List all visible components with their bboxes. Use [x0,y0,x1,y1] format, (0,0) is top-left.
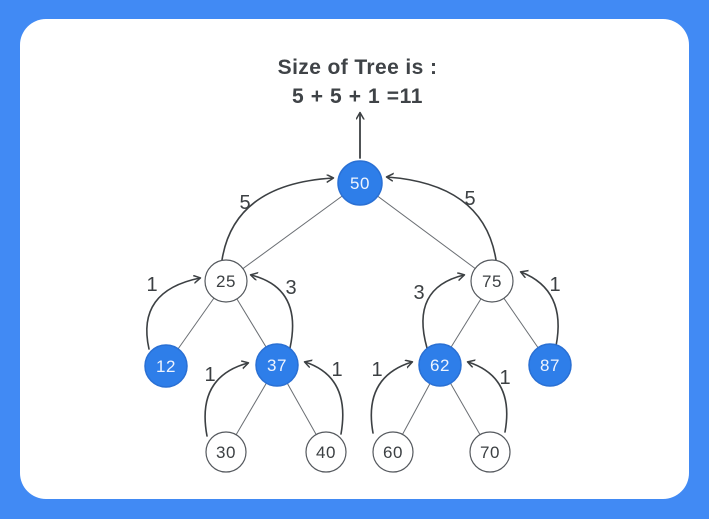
return-count-label-30: 1 [204,364,215,386]
return-arrow-75-to-50 [387,177,497,261]
card-background [20,19,689,499]
return-arrow-62-to-75 [422,275,464,349]
return-arrow-60-to-62 [370,362,412,434]
tree-node-value-12: 12 [156,357,176,376]
tree-node-value-70: 70 [480,443,500,462]
tree-node-value-75: 75 [482,272,502,291]
return-arrow-25-to-50 [221,178,333,261]
tree-node-70 [469,431,511,473]
tree-node-50 [337,160,383,206]
tree-node-value-50: 50 [350,174,370,193]
tree-node-40 [305,431,347,473]
tree-node-60 [372,431,414,473]
return-arrow-30-to-37 [204,363,248,437]
tree-edge-50-25 [225,182,361,282]
return-count-label-70: 1 [499,367,510,389]
tree-node-value-40: 40 [316,443,336,462]
return-count-label-60: 1 [371,359,382,381]
return-arrow-37-to-25 [251,275,294,349]
return-count-label-37: 3 [285,277,296,299]
return-count-label-62: 3 [413,282,424,304]
return-count-label-75: 5 [464,188,475,210]
tree-edge-50-75 [359,182,493,282]
tree-node-30 [205,431,247,473]
tree-node-value-30: 30 [216,443,236,462]
tree-node-37 [255,343,299,387]
return-count-label-25: 5 [239,192,250,214]
tree-node-75 [470,259,514,303]
tree-node-value-37: 37 [267,356,287,375]
tree-node-value-25: 25 [216,272,236,291]
tree-node-12 [144,344,188,388]
return-arrow-12-to-25 [146,278,200,350]
tree-node-87 [528,343,572,387]
tree-node-62 [418,343,462,387]
return-arrow-40-to-37 [305,362,344,435]
tree-node-value-87: 87 [540,356,560,375]
return-count-label-87: 1 [549,274,560,296]
tree-node-25 [204,259,248,303]
return-count-label-40: 1 [331,359,342,381]
return-arrow-70-to-62 [468,362,508,433]
tree-node-value-60: 60 [383,443,403,462]
tree-node-value-62: 62 [430,356,450,375]
return-arrow-87-to-75 [521,272,559,347]
return-count-label-12: 1 [146,274,157,296]
